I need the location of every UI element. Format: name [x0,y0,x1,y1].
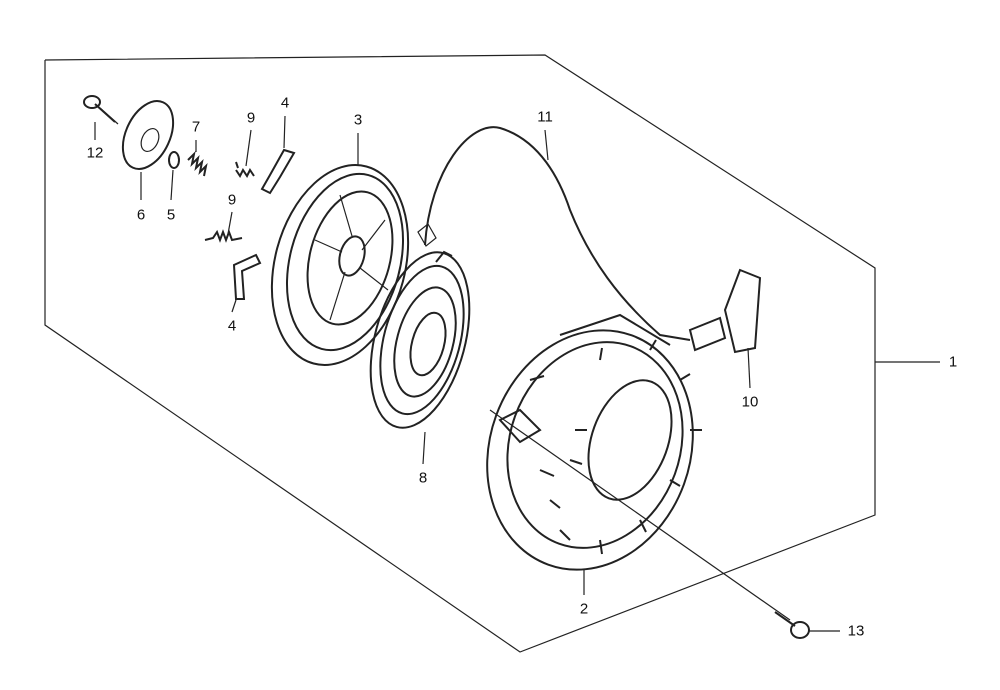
callout-7: 7 [191,118,201,136]
ratchet-4a [260,148,296,195]
ratchet-spring-9a [235,161,255,178]
assembly-outline [44,54,876,653]
callout-10: 10 [741,393,759,411]
ratchet-4b [232,253,262,300]
setting-bolt-12 [83,95,119,125]
callout-13: 13 [847,622,865,640]
callout-2: 2 [579,600,589,618]
knob-10 [688,268,762,354]
callout-12: 12 [86,144,104,162]
ratchet-guide-6 [121,100,175,170]
callout-leaders [94,115,751,595]
callout-1: 1 [948,353,958,371]
callout-6: 6 [136,206,146,224]
leader-13 [489,409,791,621]
starter-case-2 [486,313,702,571]
callout-8: 8 [418,469,428,487]
callout-9a: 9 [246,109,256,127]
callout-4a: 4 [280,94,290,112]
rope-11 [424,126,691,341]
callout-4b: 4 [227,317,237,335]
friction-spring-7 [187,150,208,177]
callout-9b: 9 [227,191,237,209]
flange-bolt-13 [774,611,840,639]
washer-5 [168,151,180,169]
spiral-spring-8 [369,250,471,429]
callout-5: 5 [166,206,176,224]
callout-11: 11 [537,108,553,126]
ratchet-spring-9b [204,229,243,243]
callout-3: 3 [353,111,363,129]
reel-3 [270,164,410,366]
